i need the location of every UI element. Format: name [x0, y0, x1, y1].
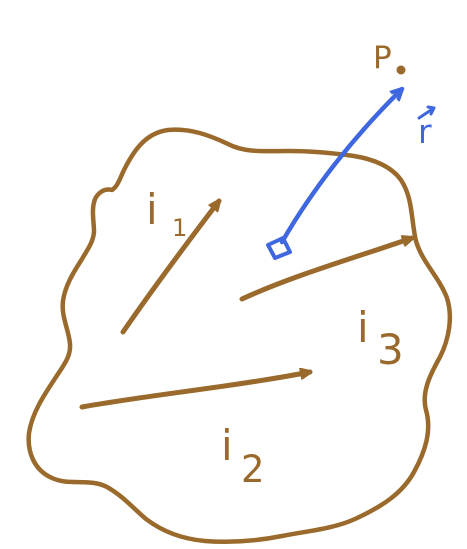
current-label-i1: i — [146, 185, 158, 234]
source-point-marker — [268, 238, 290, 258]
current-label-i2-subscript: 2 — [241, 448, 265, 491]
current-label-i2: i — [221, 421, 233, 470]
current-label-i1-subscript: 1 — [172, 214, 187, 242]
current-label-i3: i — [357, 303, 369, 352]
current-arrow-i1 — [123, 201, 219, 332]
point-label-p: P — [373, 40, 392, 76]
point-p-dot — [397, 66, 406, 75]
current-arrow-i2 — [82, 372, 310, 407]
current-label-i3-subscript: 3 — [377, 325, 404, 374]
